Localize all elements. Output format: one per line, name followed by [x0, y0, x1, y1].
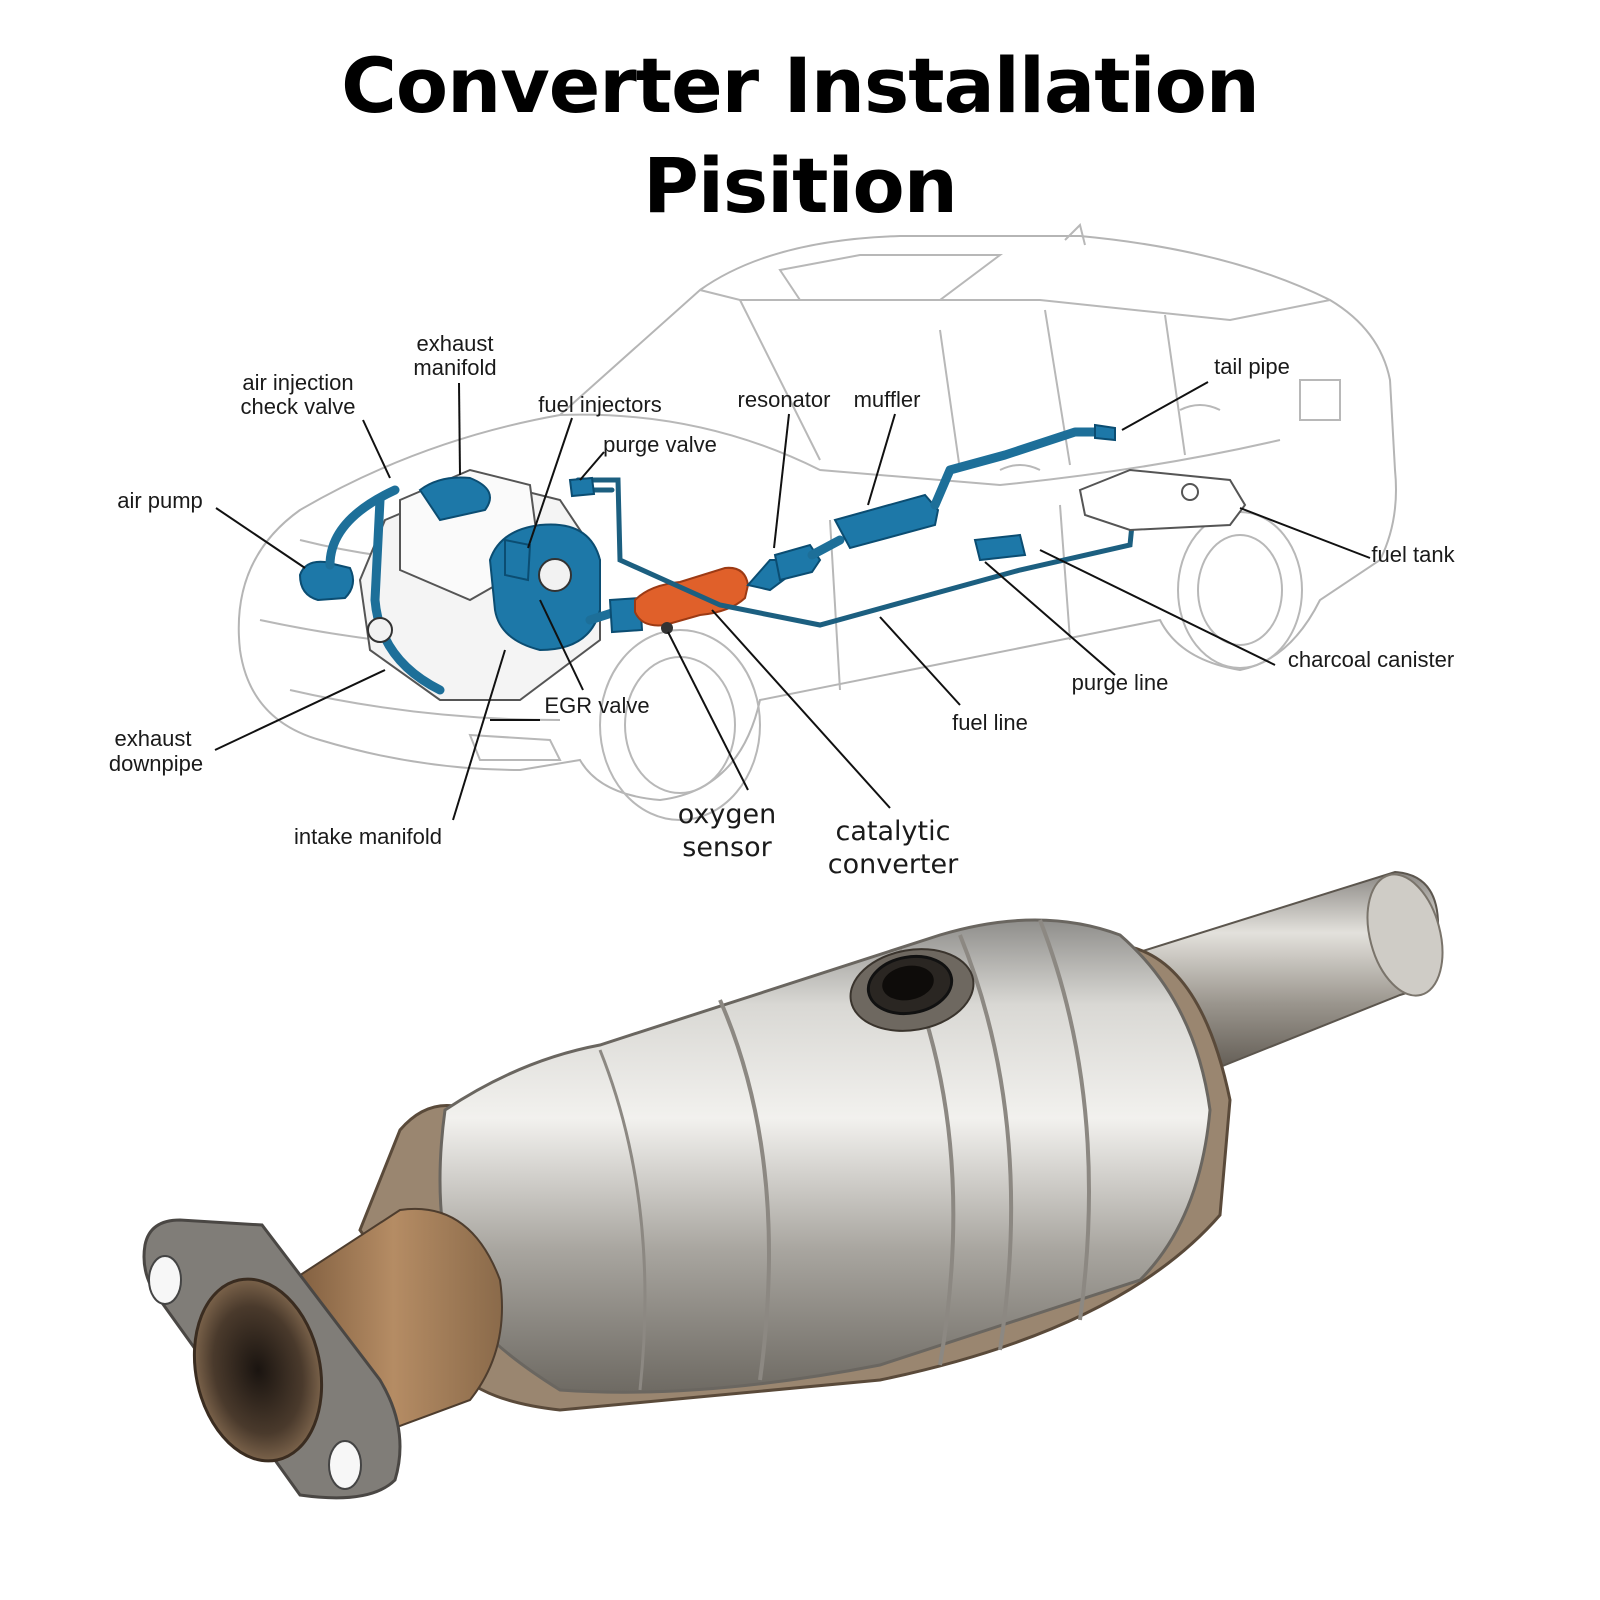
label-exhaust-downpipe-1: exhaust [114, 726, 191, 751]
title-line-2: Pisition [643, 141, 958, 230]
label-catalytic-converter-2: converter [828, 849, 959, 880]
engine-components [298, 423, 1247, 701]
label-egr-valve: EGR valve [544, 693, 649, 718]
label-oxygen-sensor-1: oxygen [678, 799, 777, 830]
title-line-1: Converter Installation [341, 41, 1260, 130]
leader-lines [214, 381, 1371, 821]
label-resonator: resonator [738, 387, 831, 412]
label-air-injection-2: check valve [241, 394, 356, 419]
label-air-pump: air pump [117, 488, 203, 513]
label-tail-pipe: tail pipe [1214, 354, 1290, 379]
label-exhaust-downpipe-2: downpipe [109, 751, 203, 776]
label-air-injection-1: air injection [242, 370, 353, 395]
label-purge-valve: purge valve [603, 432, 717, 457]
label-exhaust-manifold-2: manifold [413, 355, 496, 380]
catalytic-converter-product [142, 870, 1444, 1500]
label-muffler: muffler [854, 387, 921, 412]
label-fuel-tank: fuel tank [1371, 542, 1455, 567]
label-exhaust-manifold-1: exhaust [416, 331, 493, 356]
label-charcoal-canister: charcoal canister [1288, 647, 1454, 672]
part-labels: exhaust manifold air injection check val… [109, 331, 1456, 880]
label-fuel-line: fuel line [952, 710, 1028, 735]
label-catalytic-converter-1: catalytic [836, 816, 951, 847]
label-intake-manifold: intake manifold [294, 824, 442, 849]
label-fuel-injectors: fuel injectors [538, 392, 662, 417]
label-oxygen-sensor-2: sensor [682, 832, 772, 863]
label-purge-line: purge line [1072, 670, 1169, 695]
